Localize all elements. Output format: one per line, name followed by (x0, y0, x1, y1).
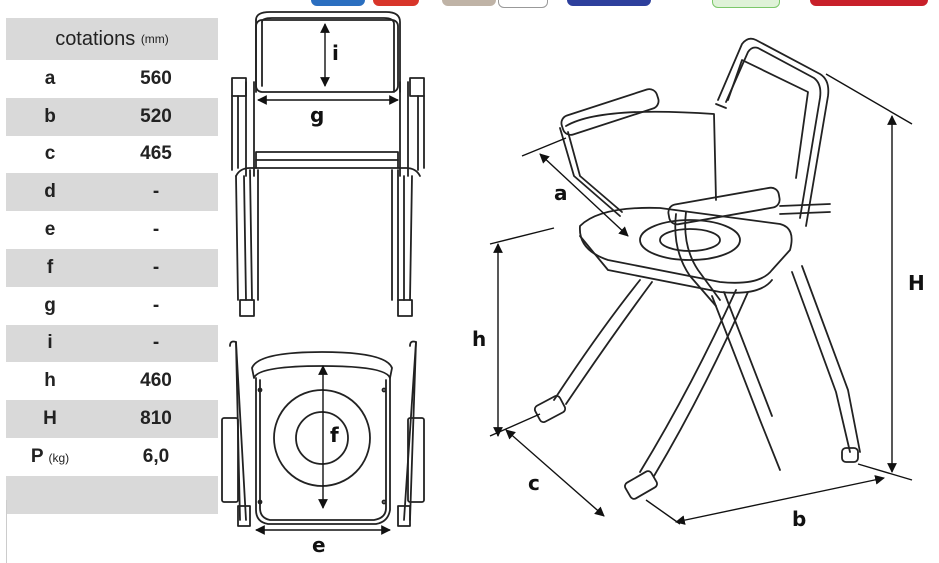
table-row-e: e- (6, 211, 218, 249)
table-row-H: H 810 (6, 400, 218, 438)
toolbar-thumbnail[interactable] (442, 0, 496, 6)
row-value: - (152, 219, 160, 241)
row-key: d (44, 181, 56, 203)
label-H: H (908, 271, 925, 295)
row-value: 810 (140, 408, 172, 430)
table-row-f: f- (6, 248, 218, 287)
table-row-b: b 520 (6, 97, 218, 136)
divider (6, 500, 7, 563)
perspective-view (533, 37, 861, 500)
table-header-unit: (mm) (140, 32, 169, 46)
row-key-letter: P (30, 445, 44, 467)
row-value: - (152, 256, 160, 278)
top-toolbar (0, 0, 939, 8)
row-value: 520 (140, 105, 172, 127)
row-key: H (43, 408, 57, 430)
row-key: e (44, 219, 56, 241)
table-header: cotations (mm) (6, 18, 218, 60)
label-g: g (310, 103, 324, 127)
label-c: c (528, 471, 540, 495)
row-value: 460 (140, 370, 172, 392)
row-key: b (44, 105, 56, 127)
label-f: f (330, 423, 339, 447)
table-row-a: a 560 (6, 60, 218, 98)
row-value: 6,0 (142, 445, 170, 467)
label-i: i (332, 41, 339, 65)
row-value: - (152, 332, 160, 354)
table-row-c: c 465 (6, 136, 218, 174)
row-key: f (46, 256, 54, 278)
toolbar-button-5[interactable] (712, 0, 780, 8)
toolbar-button-3[interactable] (498, 0, 548, 8)
table-row-h: h 460 (6, 362, 218, 400)
row-key: a (44, 67, 56, 89)
toolbar-button-4[interactable] (567, 0, 651, 6)
row-key: h (44, 370, 56, 392)
front-view (231, 11, 425, 317)
row-key: g (44, 294, 56, 316)
label-e: e (312, 533, 326, 557)
row-value: - (152, 181, 160, 203)
table-header-label: cotations (55, 27, 136, 50)
toolbar-button-2[interactable] (373, 0, 419, 6)
row-key: c (44, 143, 56, 165)
row-key: i (47, 332, 53, 354)
label-b: b (792, 507, 806, 531)
label-h: h (472, 327, 486, 351)
table-row-i: i- (6, 324, 218, 363)
top-view (221, 340, 425, 527)
row-value: 560 (140, 67, 172, 89)
table-row-empty (6, 475, 218, 514)
table-row-d: d- (6, 173, 218, 212)
toolbar-button-1[interactable] (311, 0, 365, 6)
row-value: - (152, 294, 160, 316)
label-a: a (554, 181, 568, 205)
row-key-unit: (kg) (48, 450, 70, 465)
table-row-P: P (kg) 6,0 (6, 438, 218, 476)
row-value: 465 (140, 143, 172, 165)
table-row-g: g- (6, 287, 218, 325)
row-key: P (kg) (6, 446, 94, 468)
toolbar-button-6[interactable] (810, 0, 928, 6)
